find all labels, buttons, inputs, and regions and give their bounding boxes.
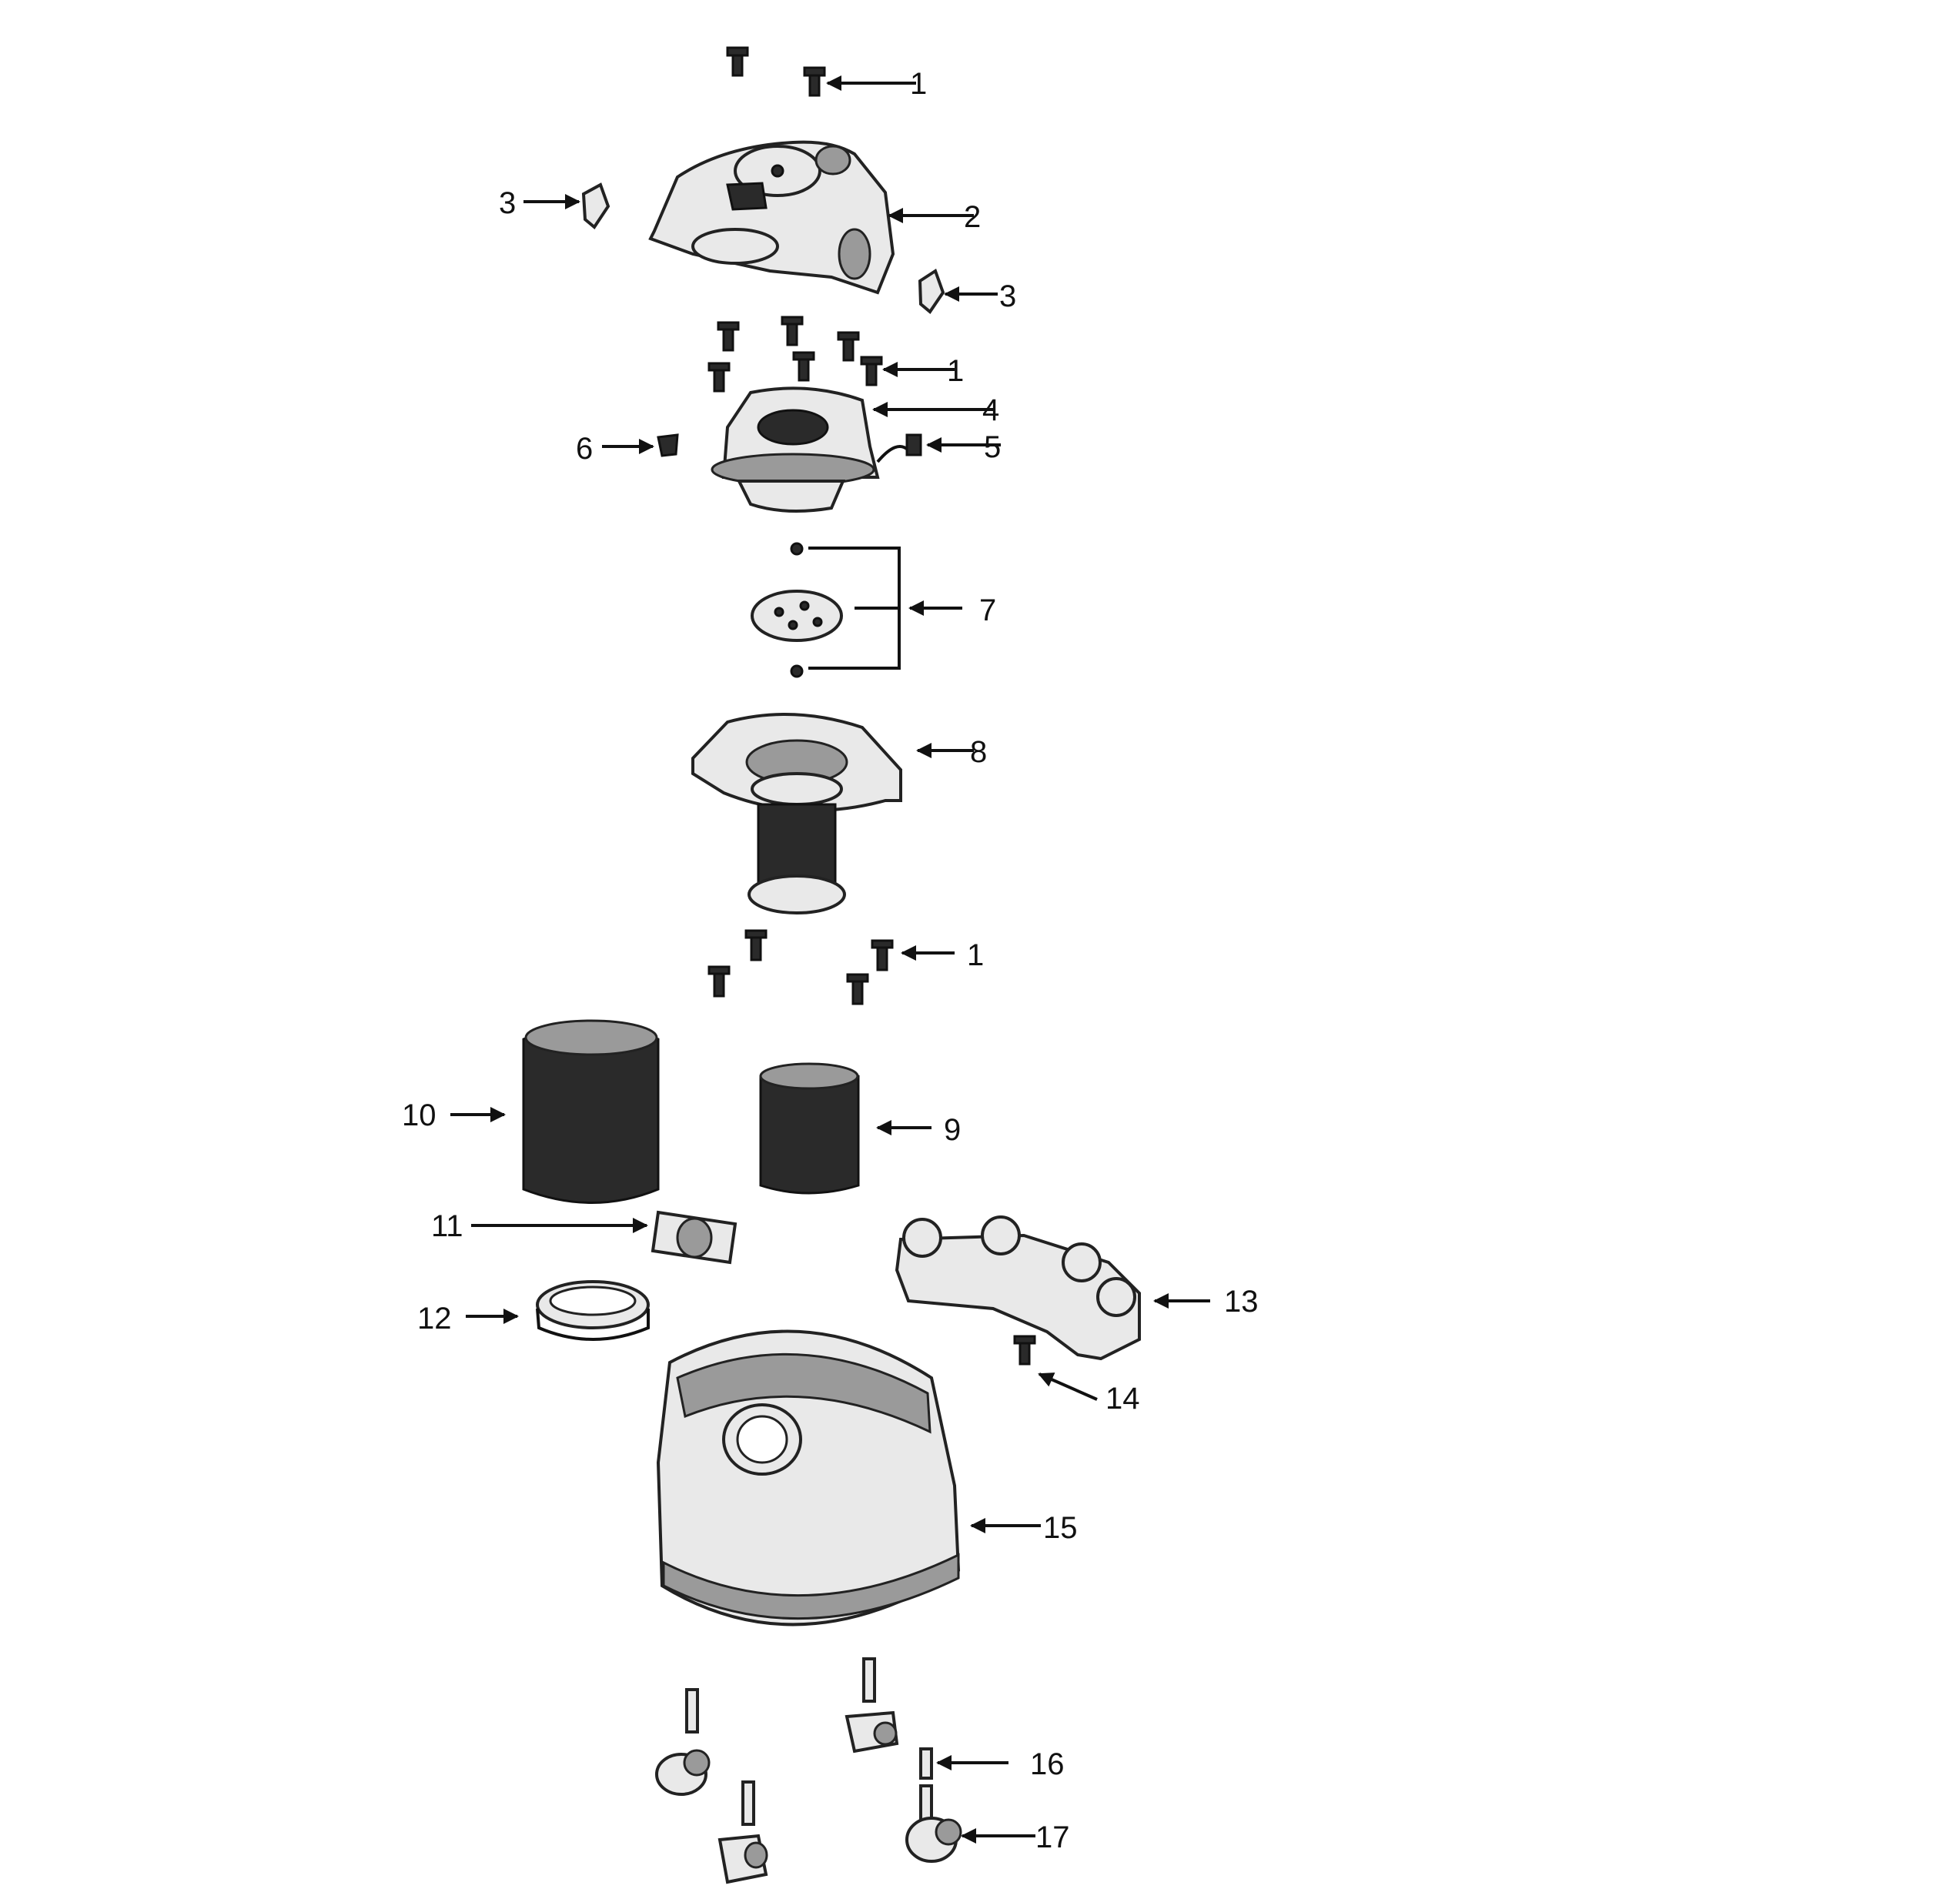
label-caddy: 13 bbox=[1224, 1285, 1259, 1319]
label-screw-top: 1 bbox=[910, 67, 927, 101]
caster-front-left bbox=[655, 1688, 711, 1796]
label-caster: 17 bbox=[1035, 1820, 1070, 1854]
label-screw-caddy: 14 bbox=[1105, 1382, 1140, 1416]
label-tank: 15 bbox=[1043, 1511, 1078, 1545]
motor-assembly bbox=[711, 386, 880, 513]
filter-small bbox=[759, 1062, 860, 1195]
label-clip-right: 3 bbox=[999, 279, 1016, 313]
motor-cover bbox=[648, 140, 895, 295]
clip-right bbox=[918, 268, 945, 314]
screw-top-right bbox=[803, 66, 826, 97]
label-caster-pin: 16 bbox=[1030, 1747, 1065, 1781]
ring bbox=[536, 1280, 650, 1341]
screws-lower bbox=[707, 929, 894, 1005]
caster-rear-left bbox=[717, 1780, 768, 1884]
screw-top-left bbox=[726, 46, 749, 77]
label-switch: 6 bbox=[576, 432, 593, 466]
clip-left bbox=[581, 182, 610, 229]
float-assembly bbox=[751, 542, 901, 678]
label-float-assembly: 7 bbox=[979, 593, 996, 627]
label-screw-lower: 1 bbox=[967, 938, 984, 972]
screw-caddy bbox=[1013, 1335, 1036, 1366]
filter-cage bbox=[691, 713, 902, 914]
label-clip-left: 3 bbox=[499, 186, 516, 220]
adapter bbox=[651, 1210, 738, 1265]
label-screw-mid: 1 bbox=[947, 354, 964, 388]
label-filter-cage: 8 bbox=[970, 735, 987, 769]
caster-front-right bbox=[845, 1657, 899, 1754]
filter-large bbox=[522, 1019, 660, 1204]
screws-middle bbox=[707, 316, 883, 393]
label-adapter: 11 bbox=[431, 1209, 463, 1243]
tank bbox=[656, 1329, 961, 1627]
label-motor-assembly: 4 bbox=[982, 393, 999, 427]
label-ring: 12 bbox=[417, 1302, 452, 1336]
cord bbox=[876, 433, 922, 463]
switch bbox=[657, 433, 679, 457]
caddy bbox=[895, 1215, 1141, 1361]
label-motor-cover: 2 bbox=[964, 200, 981, 234]
label-cord: 5 bbox=[984, 430, 1001, 464]
caster-rear-right bbox=[905, 1747, 962, 1863]
label-filter-small: 9 bbox=[944, 1113, 961, 1147]
label-filter-large: 10 bbox=[402, 1098, 436, 1132]
